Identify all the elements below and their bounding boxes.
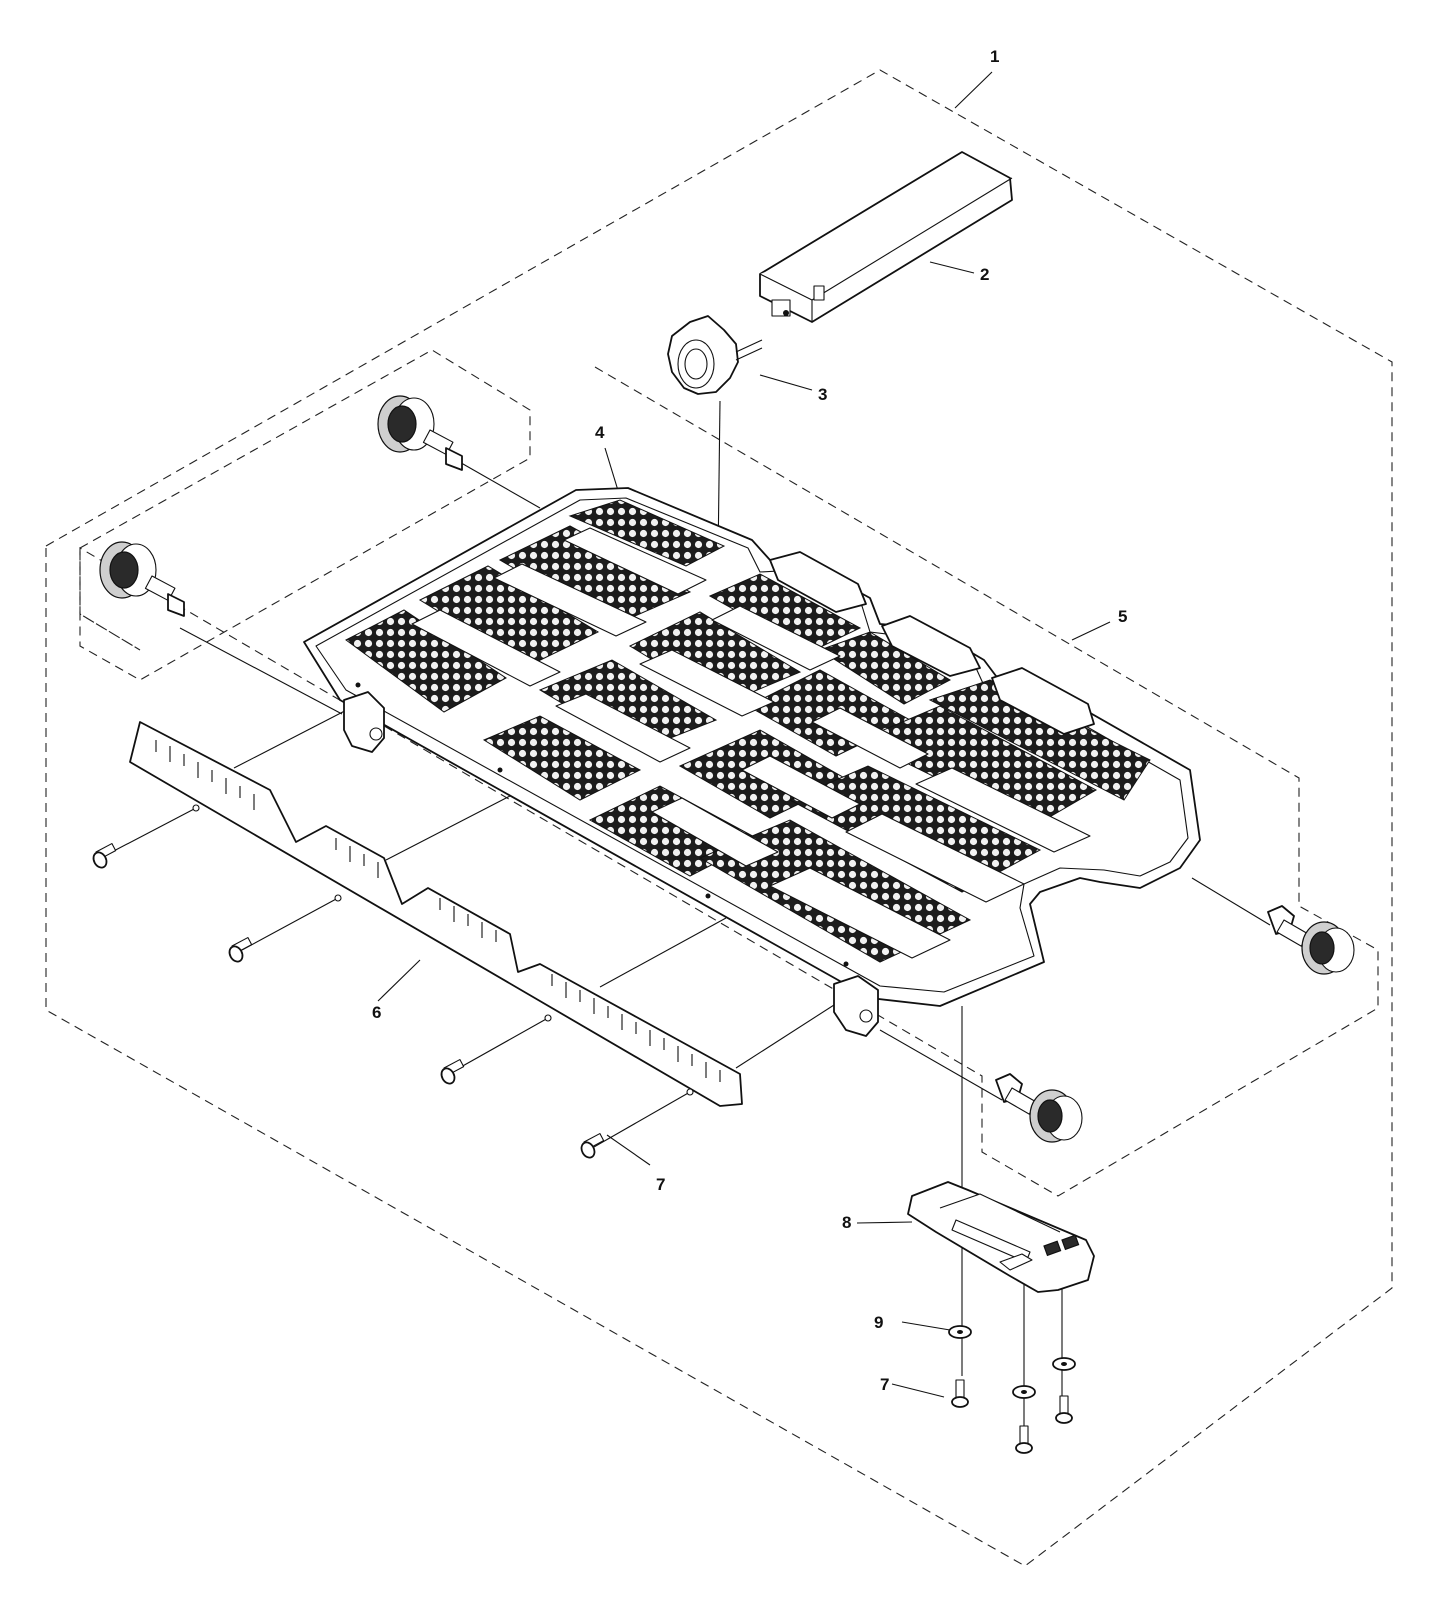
grid-panel (568, 499, 726, 567)
wheel-upper-left (377, 395, 463, 471)
grid-panel (345, 609, 507, 713)
ruler-ticks (155, 740, 721, 1082)
screw-part-7-g (1055, 1395, 1073, 1424)
callout-4: 4 (595, 423, 605, 442)
washer-part-9-c (1052, 1357, 1076, 1371)
grid-panel (482, 715, 642, 801)
callout-2: 2 (980, 265, 989, 284)
subassembly-boundary-5 (79, 366, 1379, 1197)
callout-7-bracket: 7 (880, 1375, 889, 1394)
screw-part-7-c (440, 1058, 465, 1085)
callout-5: 5 (1118, 607, 1127, 626)
wheel-left (99, 541, 185, 617)
grid-panel (928, 679, 1151, 801)
ruler-fence-part-6 (129, 721, 743, 1107)
handle-tube-part-2 (759, 151, 1013, 323)
screw-part-7-f (1015, 1425, 1033, 1454)
screw-part-7-a (92, 842, 117, 869)
callout-6: 6 (372, 1003, 381, 1022)
wheel-boundary-upper (79, 349, 531, 681)
washer-part-9-a (948, 1325, 972, 1339)
star-knob-part-3 (667, 315, 763, 395)
callout-1: 1 (990, 47, 999, 66)
washer-part-9-b (1012, 1385, 1036, 1399)
callout-9: 9 (874, 1313, 883, 1332)
assembly-boundary-1 (45, 69, 1393, 1567)
table-top-part-4 (303, 487, 1201, 1037)
callout-3: 3 (818, 385, 827, 404)
screw-part-7-e (951, 1379, 969, 1408)
screw-part-7-b (228, 936, 253, 963)
grid-panel (818, 631, 952, 705)
callout-8: 8 (842, 1213, 851, 1232)
screw-part-7-d (580, 1132, 605, 1159)
callout-labels: 1 2 3 4 5 6 7 8 9 7 (372, 47, 1127, 1394)
wheel-lower-right (995, 1073, 1083, 1143)
wheel-right (1267, 905, 1355, 975)
bracket-part-8 (907, 1181, 1095, 1293)
callout-7-fence: 7 (656, 1175, 665, 1194)
